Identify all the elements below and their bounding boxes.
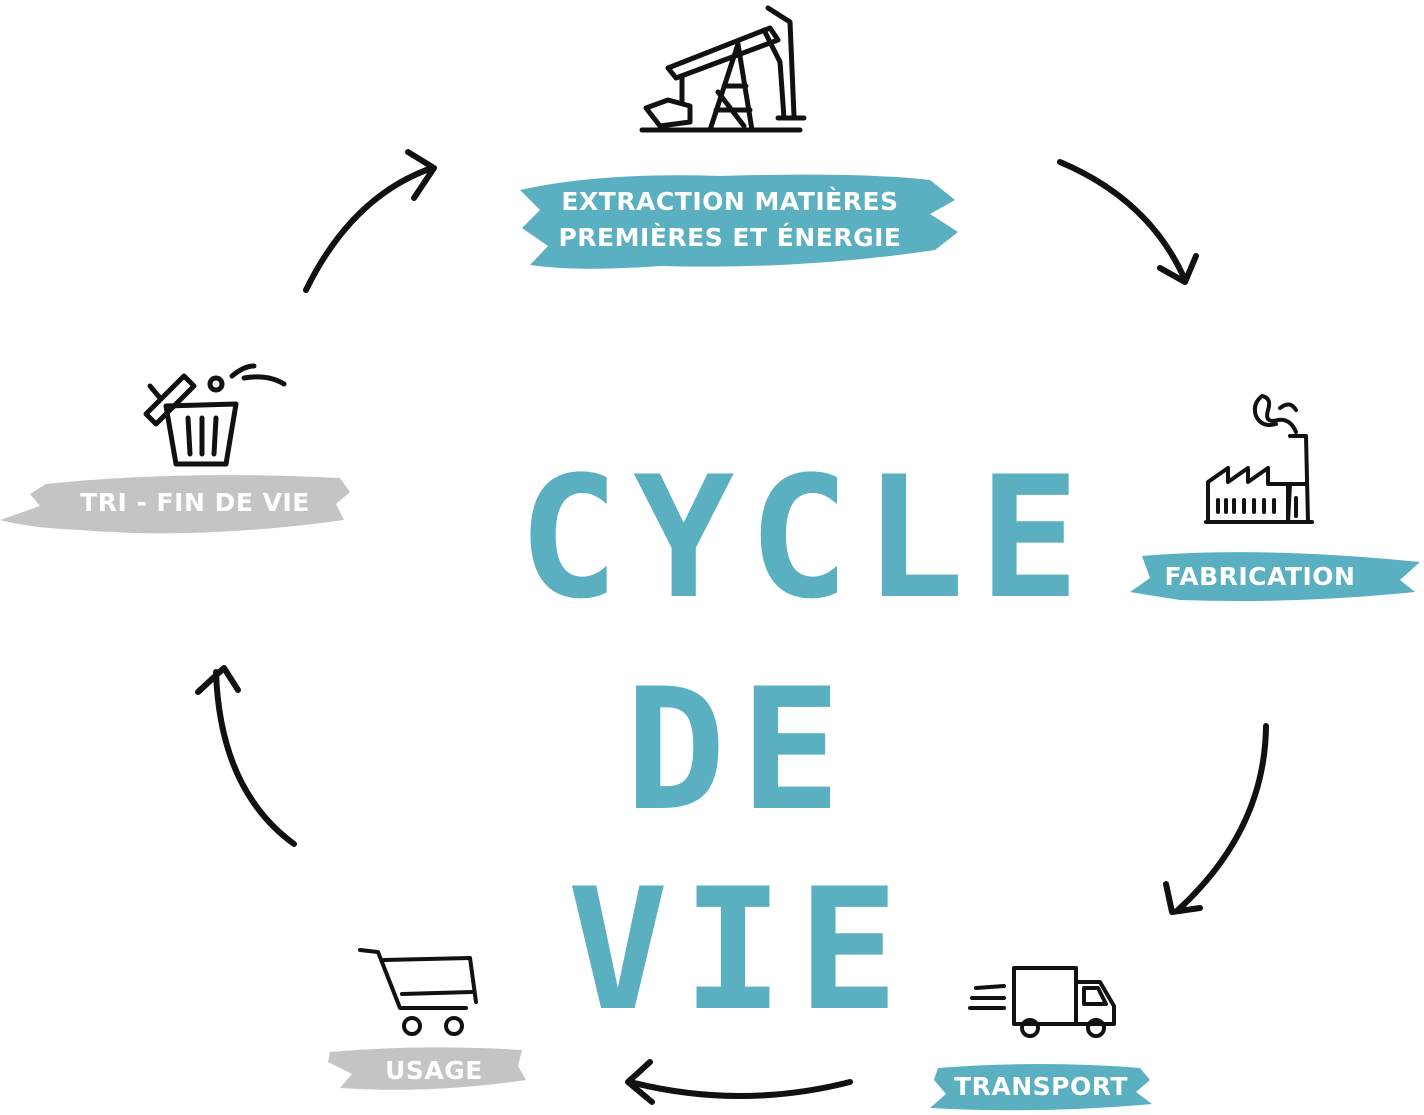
brush-extraction: [520, 174, 958, 269]
brush-transport: [930, 1064, 1152, 1111]
title-line-de-vie: DE VIE: [567, 652, 913, 1048]
trash-bin-icon: [143, 363, 287, 467]
label-transport: TRANSPORT: [954, 1072, 1128, 1101]
label-extraction-line1: EXTRACTION MATIÈRES: [561, 187, 899, 216]
factory-icon: [1204, 394, 1314, 524]
brush-usage: [328, 1047, 526, 1090]
truck-icon: [968, 966, 1116, 1038]
brush-tri: [0, 475, 350, 534]
brush-fabrication: [1130, 552, 1420, 601]
shopping-cart-icon: [358, 948, 478, 1036]
label-extraction-line2: PREMIÈRES ET ÉNERGIE: [558, 223, 902, 252]
arrow-extraction-to-fabrication: [1057, 159, 1199, 285]
arrow-transport-to-usage: [625, 1059, 853, 1105]
label-tri: TRI - FIN DE VIE: [80, 488, 310, 517]
arrow-usage-to-tri: [195, 665, 297, 847]
label-fabrication: FABRICATION: [1164, 562, 1356, 591]
arrow-tri-to-extraction: [303, 149, 437, 293]
arrow-fabrication-to-transport: [1163, 723, 1269, 915]
oil-pump-icon: [639, 5, 807, 133]
title-line-cycle: CYCLE: [518, 440, 1094, 636]
label-usage: USAGE: [385, 1056, 483, 1085]
